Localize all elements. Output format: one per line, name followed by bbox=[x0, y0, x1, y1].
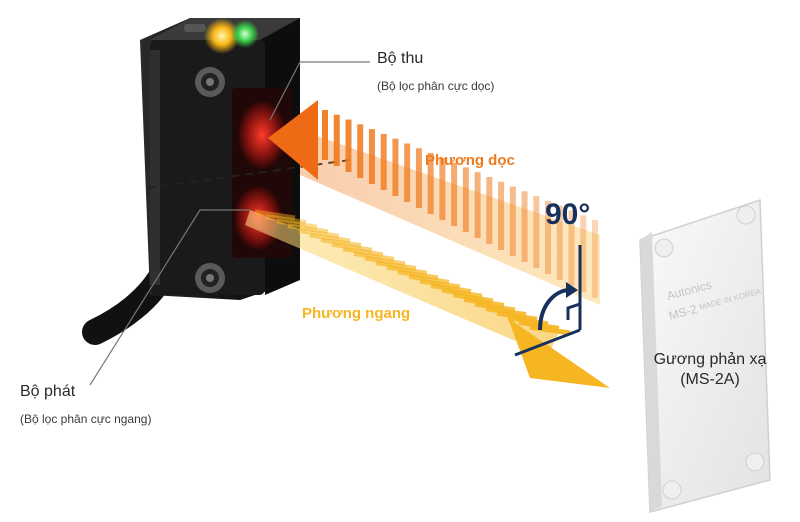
mirror-label-line1: Gương phản xạ bbox=[653, 351, 767, 368]
horizontal-beam-stripe bbox=[452, 292, 494, 304]
indicator-led-yellow bbox=[204, 18, 240, 54]
mounting-hole-bottom bbox=[195, 263, 225, 293]
horizontal-beam-stripe bbox=[397, 269, 439, 281]
reflector-plate: Autonics MS-2 MADE IN KOREA bbox=[639, 198, 771, 513]
vertical-beam-stripes bbox=[322, 110, 598, 298]
vertical-beam-stripe bbox=[592, 220, 598, 298]
photoelectric-sensor bbox=[140, 18, 300, 300]
horizontal-beam-stripe bbox=[265, 214, 307, 226]
vertical-beam-stripe bbox=[498, 181, 505, 250]
horizontal-beam-stripe bbox=[276, 218, 318, 230]
horizontal-beam-stripe bbox=[496, 310, 538, 322]
horizontal-beam-stripe bbox=[364, 255, 406, 267]
vertical-beam-stripe bbox=[509, 186, 516, 256]
mirror-label-line2: (MS-2A) bbox=[680, 371, 740, 388]
vertical-beam-stripe bbox=[357, 124, 364, 178]
horizontal-beam-stripes bbox=[254, 209, 571, 336]
vertical-beam-stripe bbox=[322, 110, 328, 160]
rotation-arrow-icon bbox=[514, 245, 582, 357]
mounting-hole-top bbox=[195, 67, 225, 97]
vertical-beam-stripe bbox=[345, 119, 352, 172]
vertical-beam-stripe bbox=[545, 200, 552, 274]
emitter-subtitle: (Bộ lọc phân cực ngang) bbox=[20, 412, 152, 426]
horizontal-beam-stripe bbox=[408, 273, 450, 285]
horizontal-beam bbox=[245, 209, 610, 388]
horizontal-beam-stripe bbox=[298, 227, 340, 239]
vertical-beam-stripe bbox=[556, 205, 563, 280]
vertical-beam-stripe bbox=[439, 157, 446, 220]
receiver-lens bbox=[238, 101, 286, 169]
receiver-title: Bộ thu bbox=[377, 50, 424, 67]
horizontal-beam-stripe bbox=[287, 223, 329, 235]
emitter-leader-line bbox=[89, 209, 250, 386]
horizontal-beam-stripe bbox=[419, 278, 461, 290]
emitter-title: Bộ phát bbox=[20, 383, 76, 400]
horizontal-beam-stripe bbox=[441, 287, 483, 299]
angle-label: 90° bbox=[545, 198, 591, 231]
horizontal-beam-stripe bbox=[463, 296, 505, 308]
horizontal-beam-stripe bbox=[254, 209, 296, 221]
horizontal-beam-stripe bbox=[430, 283, 472, 295]
vertical-beam-stripe bbox=[533, 196, 540, 268]
vertical-beam-stripe bbox=[580, 215, 587, 292]
receiver-subtitle: (Bộ lọc phân cực dọc) bbox=[377, 79, 495, 93]
leader-lines bbox=[89, 61, 370, 386]
vertical-beam-arrowhead bbox=[268, 100, 318, 180]
vertical-beam-stripe bbox=[474, 172, 481, 238]
horizontal-beam-label: Phương ngang bbox=[302, 305, 411, 322]
horizontal-beam-stripe bbox=[331, 241, 373, 253]
vertical-beam-stripe bbox=[368, 129, 375, 184]
receiver-leader-line bbox=[269, 61, 370, 121]
horizontal-beam-stripe bbox=[342, 246, 384, 258]
vertical-beam-stripe bbox=[404, 143, 411, 202]
indicator-led-green bbox=[231, 20, 259, 48]
horizontal-beam-stripe bbox=[353, 250, 395, 262]
horizontal-beam-stripe bbox=[474, 301, 516, 313]
vertical-beam-stripe bbox=[462, 167, 469, 232]
vertical-beam bbox=[268, 100, 600, 305]
vertical-beam-stripe bbox=[427, 153, 434, 214]
horizontal-beam-stripe bbox=[485, 306, 527, 318]
vertical-beam-stripe bbox=[415, 148, 422, 208]
horizontal-beam-arrowhead bbox=[508, 318, 610, 388]
vertical-beam-stripe bbox=[380, 133, 387, 190]
horizontal-beam-stripe bbox=[309, 232, 351, 244]
vertical-beam-stripe bbox=[451, 162, 458, 226]
vertical-beam-label: Phương dọc bbox=[425, 152, 515, 169]
vertical-beam-stripe bbox=[521, 191, 528, 262]
vertical-beam-stripe bbox=[333, 114, 340, 166]
horizontal-beam-stripe bbox=[386, 264, 428, 276]
vertical-beam-stripe bbox=[392, 138, 399, 196]
horizontal-beam-stripe bbox=[375, 260, 417, 272]
vertical-beam-stripe bbox=[568, 210, 575, 286]
horizontal-beam-stripe bbox=[529, 324, 571, 336]
vertical-beam-stripe bbox=[486, 176, 493, 244]
horizontal-beam-stripe bbox=[320, 237, 362, 249]
mirror-label: Gương phản xạ (MS-2A) bbox=[630, 350, 790, 390]
